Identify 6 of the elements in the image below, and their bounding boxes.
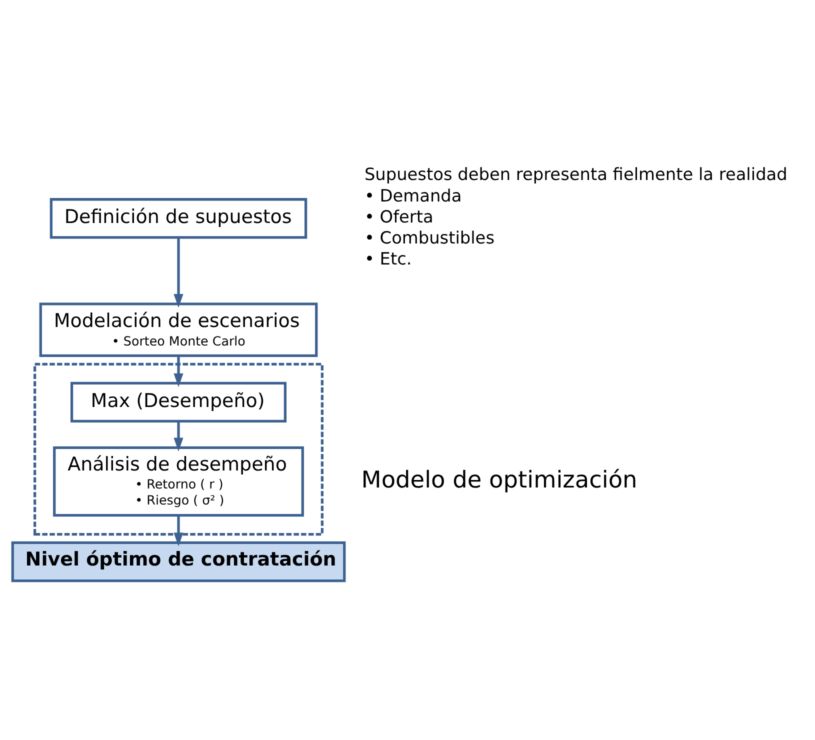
node-label: Modelo de optimización xyxy=(361,466,638,494)
node-label: • Etc. xyxy=(364,248,412,269)
node-label: • Oferta xyxy=(364,206,434,226)
node-label: Supuestos deben representa fielmente la realidad xyxy=(364,164,788,184)
node-label: • Demanda xyxy=(364,185,462,206)
node-label: • Combustibles xyxy=(364,228,495,248)
